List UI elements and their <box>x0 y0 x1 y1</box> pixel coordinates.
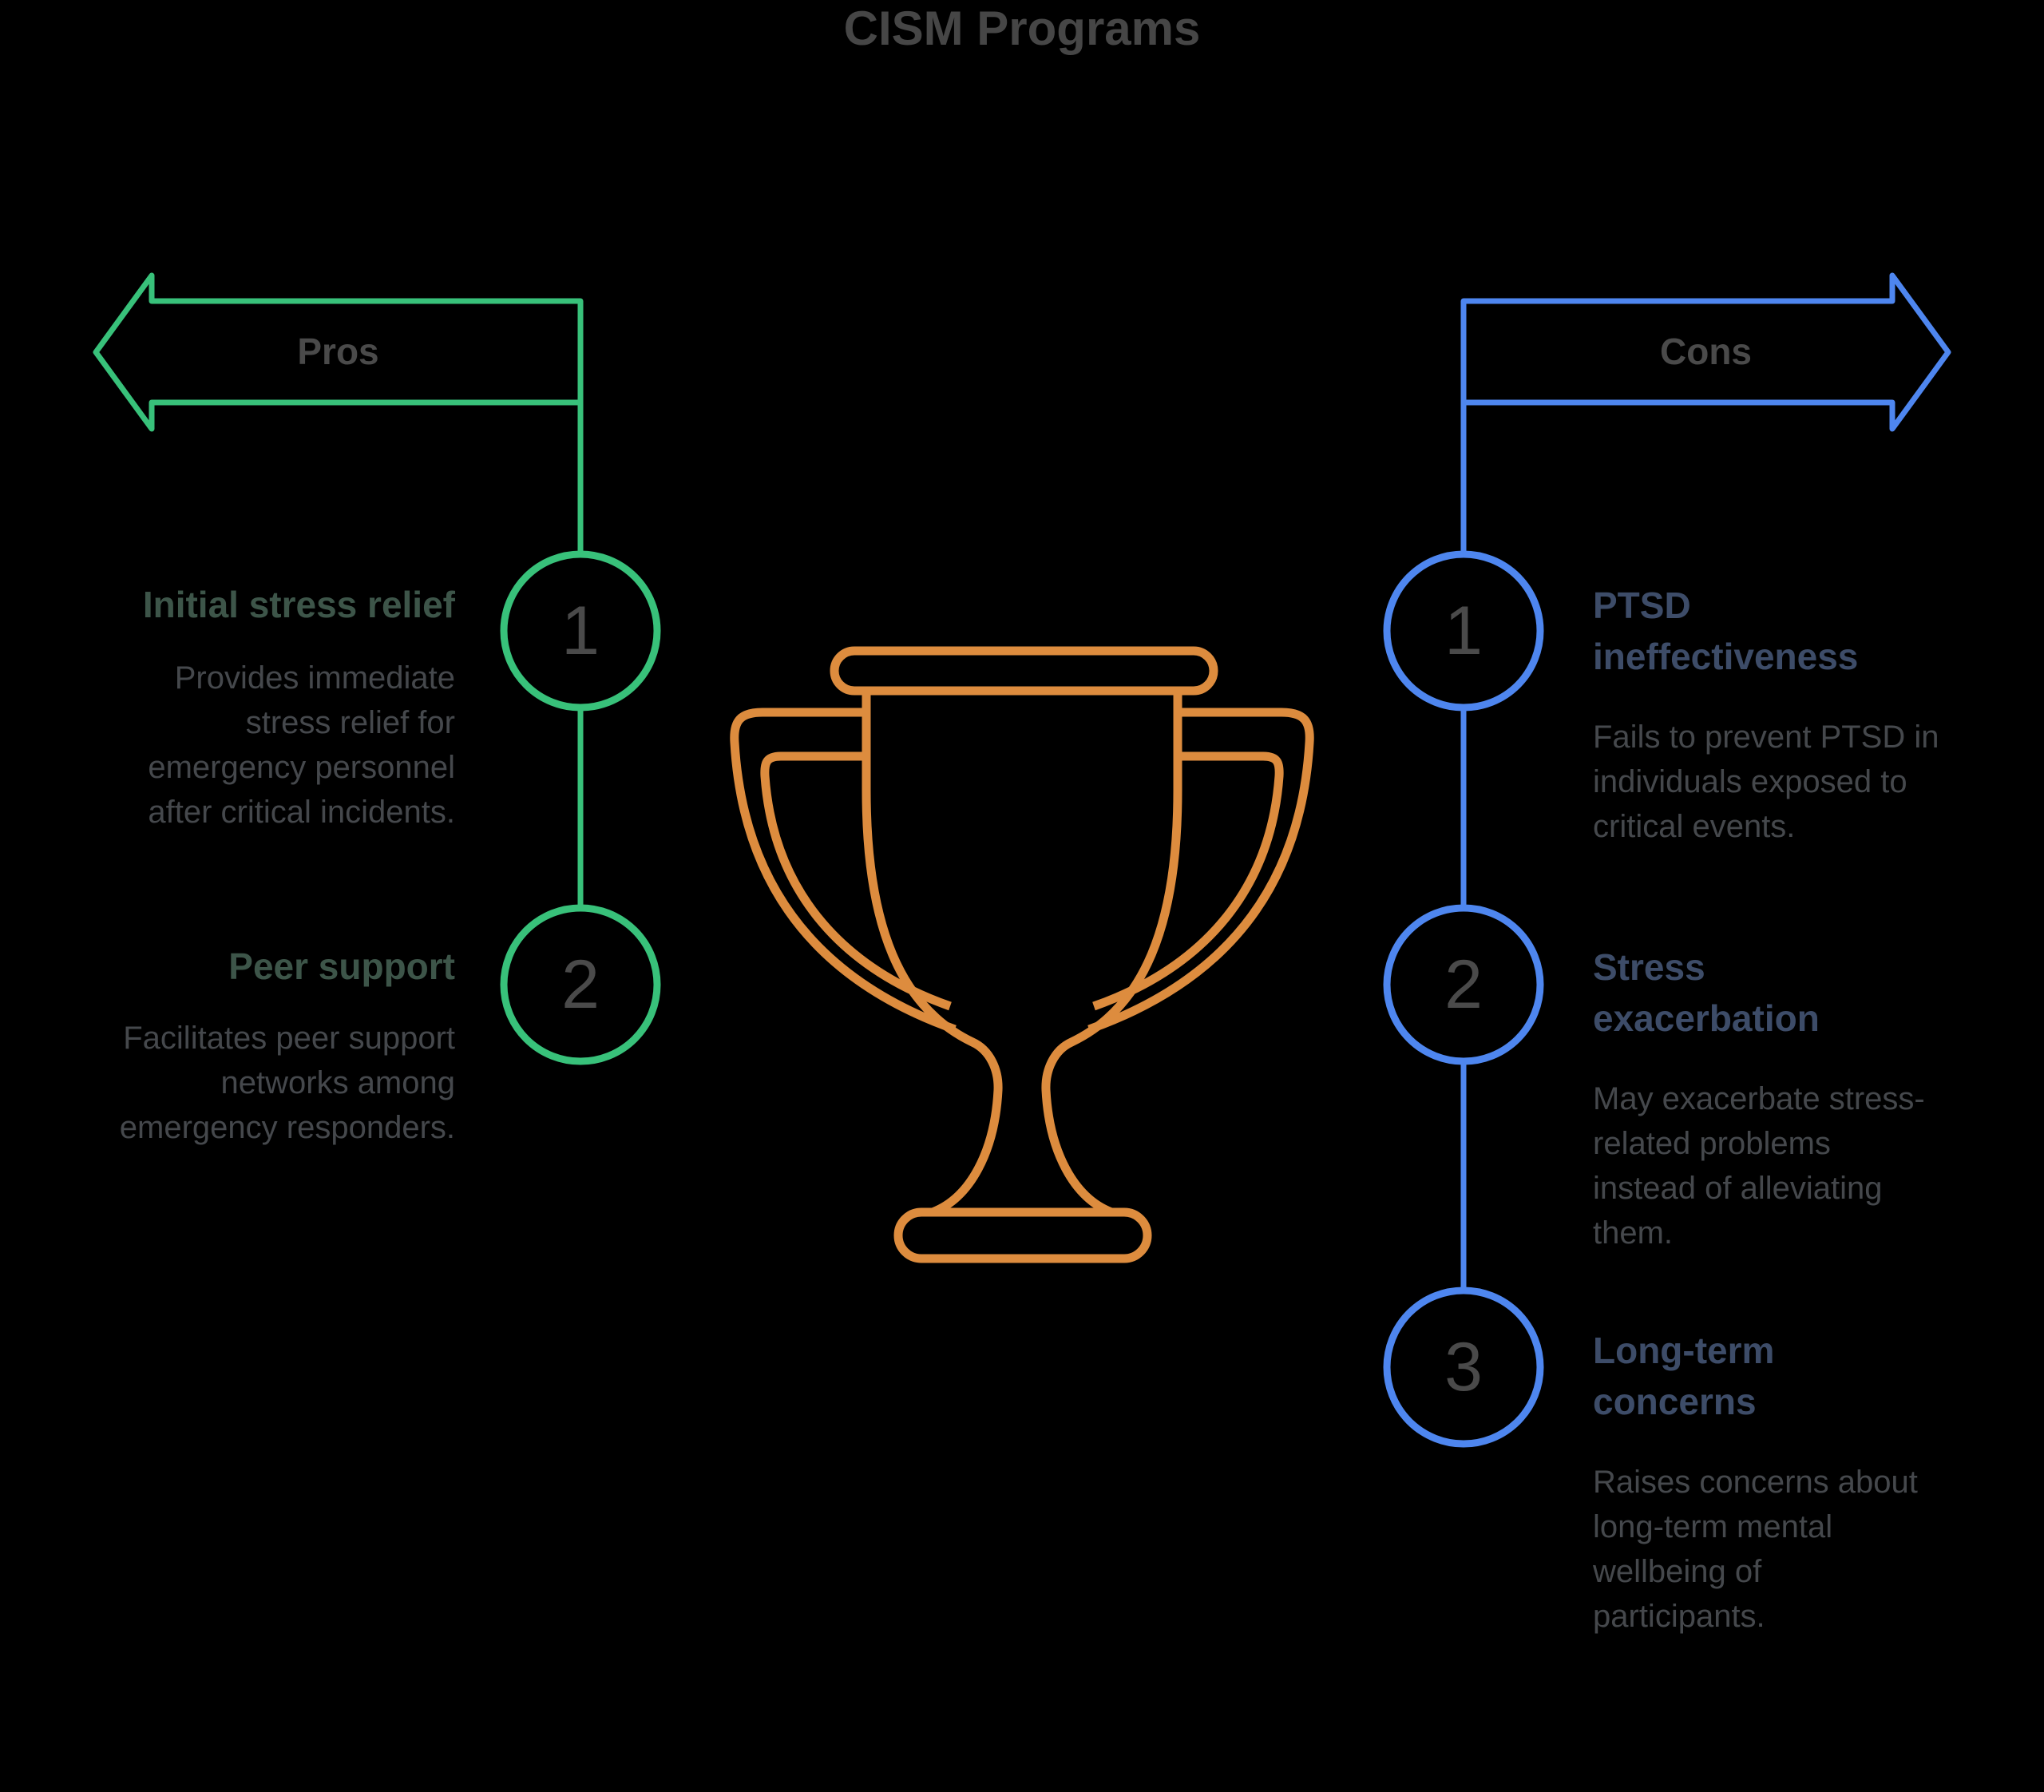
cons-step-1-number: 1 <box>1444 592 1483 669</box>
pros-item-1-heading: Initial stress relief <box>142 584 455 625</box>
cons-item-1-heading: PTSD ineffectiveness <box>1593 585 1859 677</box>
cons-item-3-body: Raises concerns about long-term mental w… <box>1593 1465 1918 1634</box>
pros-item-1-body: Provides immediate stress relief for eme… <box>148 660 455 830</box>
pros-arrow-label: Pros <box>297 331 379 372</box>
cons-item-3-body-block: Raises concerns about long-term mental w… <box>1593 1460 1960 1639</box>
pros-arrow-icon <box>93 272 584 432</box>
cons-item-3-heading: Long-term concerns <box>1593 1330 1775 1422</box>
cons-arrow-label: Cons <box>1660 331 1752 372</box>
cons-item-2-body-block: May exacerbate stress- related problems … <box>1593 1076 1960 1255</box>
pros-timeline <box>500 402 661 1065</box>
trophy-icon <box>730 646 1314 1263</box>
cons-item-2-body: May exacerbate stress- related problems … <box>1593 1081 1925 1251</box>
cons-step-3-circle <box>1383 1287 1544 1448</box>
pros-step-2-number: 2 <box>561 946 600 1023</box>
pros-item-2-body-block: Facilitates peer support networks among … <box>92 1016 455 1150</box>
cons-item-1: PTSD ineffectiveness <box>1593 580 1960 682</box>
pros-step-1-number: 1 <box>561 592 600 669</box>
cons-step-2-number: 2 <box>1444 946 1483 1023</box>
cons-item-2-heading: Stress exacerbation <box>1593 946 1820 1039</box>
pros-item-2-heading: Peer support <box>228 946 455 987</box>
cons-step-3-number: 3 <box>1444 1328 1483 1405</box>
page-title: CISM Programs <box>843 2 1201 55</box>
cons-item-1-body: Fails to prevent PTSD in individuals exp… <box>1593 720 1939 844</box>
pros-item-1-body-block: Provides immediate stress relief for eme… <box>92 656 455 835</box>
cons-item-3: Long-term concerns <box>1593 1325 1960 1427</box>
cons-timeline <box>1383 402 1544 1448</box>
pros-item-2-body: Facilitates peer support networks among … <box>119 1021 455 1145</box>
cons-item-1-body-block: Fails to prevent PTSD in individuals exp… <box>1593 715 1960 849</box>
cons-arrow-icon <box>1460 272 1951 432</box>
pros-step-2-circle <box>500 904 661 1065</box>
cons-item-2: Stress exacerbation <box>1593 942 1960 1044</box>
pros-item-1: Initial stress relief <box>92 581 455 628</box>
pros-item-2: Peer support <box>92 943 455 989</box>
